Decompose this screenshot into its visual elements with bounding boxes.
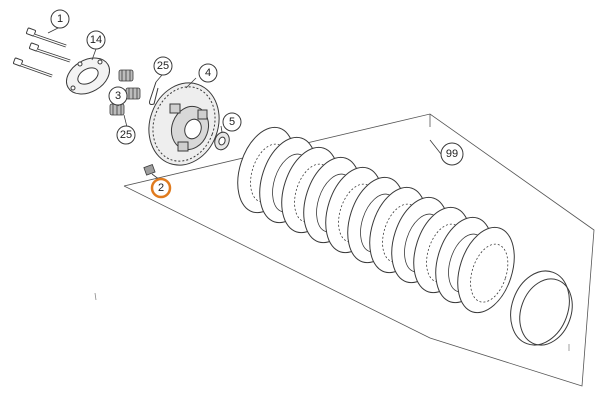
- callout-25-bottom-label: 25: [120, 129, 132, 141]
- clutch-hub: [148, 82, 220, 166]
- bolt-2: [28, 42, 71, 63]
- spring-3: [109, 103, 125, 116]
- callout-1-label: 1: [57, 13, 63, 25]
- callout-4: 4: [198, 63, 218, 83]
- callout-25-bottom: 25: [116, 125, 136, 145]
- clutch-disc-kit-outline: [123, 113, 595, 387]
- clutch-springs: [109, 69, 141, 116]
- small-nut: [143, 164, 156, 176]
- spring-2: [125, 87, 141, 100]
- bolt-3: [12, 57, 53, 78]
- clutch-disc-stack: [237, 126, 515, 314]
- thrust-washer: [214, 131, 230, 151]
- callout-25-top: 25: [153, 56, 173, 76]
- pressure-plate-cover: [66, 57, 110, 95]
- callout-5-label: 5: [229, 116, 235, 128]
- callout-5: 5: [222, 112, 242, 132]
- callout-14-label: 14: [90, 34, 102, 46]
- bolt-1: [25, 27, 67, 48]
- bolt-group: [12, 27, 71, 78]
- callout-99-label: 99: [446, 148, 458, 160]
- callout-1: 1: [50, 9, 70, 29]
- callout-14: 14: [86, 30, 106, 50]
- callout-25-top-label: 25: [157, 60, 169, 72]
- large-circlip: [510, 270, 573, 346]
- callout-3-label: 3: [115, 90, 121, 102]
- stray-marks: [94, 292, 570, 351]
- retaining-pin: [149, 81, 159, 105]
- callout-3: 3: [108, 86, 128, 106]
- spring-1: [118, 69, 134, 82]
- callout-2: 2: [150, 177, 172, 199]
- callout-2-label: 2: [158, 182, 164, 194]
- clutch-disc: [457, 226, 515, 314]
- callout-99: 99: [440, 142, 464, 166]
- callout-4-label: 4: [205, 67, 211, 79]
